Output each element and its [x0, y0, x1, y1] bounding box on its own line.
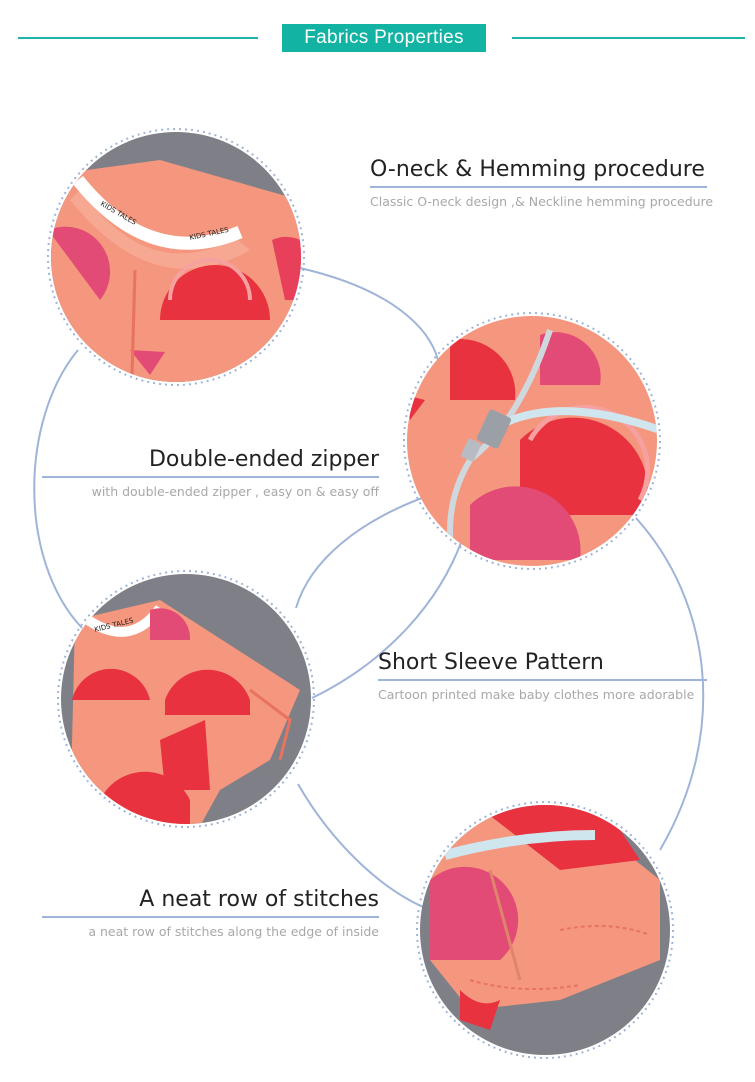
feature-underline	[42, 476, 379, 478]
feature-title: Short Sleeve Pattern	[378, 650, 604, 675]
feature-underline	[370, 186, 707, 188]
section-title-badge: Fabrics Properties	[282, 24, 486, 52]
feature-underline	[378, 679, 707, 681]
zipper-photo-frame	[403, 312, 661, 570]
feature-zipper: Double-ended zipper with double-ended zi…	[42, 446, 379, 501]
feature-oneck: O-neck & Hemming procedure Classic O-nec…	[370, 156, 714, 211]
sleeve-photo: KIDS TALES	[61, 574, 311, 824]
connector-arcs	[33, 267, 705, 911]
feature-stitches: A neat row of stitches a neat row of sti…	[42, 886, 379, 941]
feature-description: with double-ended zipper , easy on & eas…	[91, 484, 379, 499]
zipper-photo	[407, 316, 657, 566]
oneck-photo-frame	[47, 128, 305, 386]
feature-description: a neat row of stitches along the edge of…	[88, 924, 379, 939]
feature-title: O-neck & Hemming procedure	[370, 157, 705, 182]
feature-title: A neat row of stitches	[139, 887, 379, 912]
stitches-photo	[420, 805, 670, 1055]
feature-description: Cartoon printed make baby clothes more a…	[378, 687, 695, 702]
feature-underline	[42, 916, 379, 918]
feature-title: Double-ended zipper	[148, 447, 379, 472]
header-left-line	[18, 37, 258, 39]
feature-description: Classic O-neck design ,& Neckline hemmin…	[370, 194, 714, 209]
stitches-photo-frame	[416, 801, 674, 1059]
feature-sleeve: Short Sleeve Pattern Cartoon printed mak…	[378, 649, 707, 704]
header-right-line	[512, 37, 745, 39]
sleeve-photo-frame	[57, 570, 315, 828]
oneck-photo: KIDS TALES KIDS TALES	[51, 132, 301, 382]
